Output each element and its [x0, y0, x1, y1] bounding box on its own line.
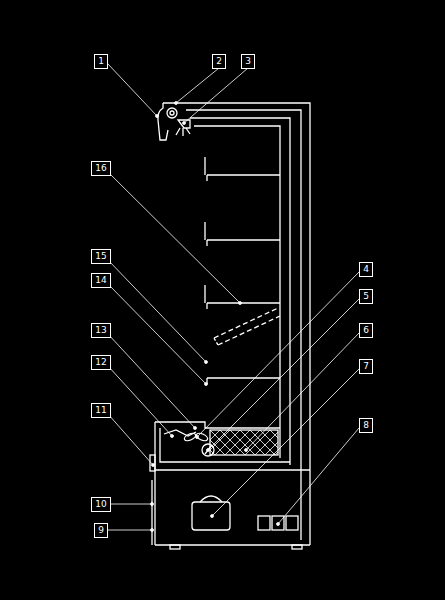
callout-number: 4 [359, 262, 373, 277]
callout-number: 10 [91, 497, 111, 512]
callout-number: 8 [359, 418, 373, 433]
callout-number: 12 [91, 355, 111, 370]
leader-lines [108, 64, 359, 532]
callout-number: 9 [94, 523, 108, 538]
callout-number: 13 [91, 323, 111, 338]
callout-number: 15 [91, 249, 111, 264]
callout-number: 2 [212, 54, 226, 69]
callout-number: 7 [359, 359, 373, 374]
callout-number: 6 [359, 323, 373, 338]
callout-number: 16 [91, 161, 111, 176]
callout-number: 14 [91, 273, 111, 288]
callout-number: 3 [241, 54, 255, 69]
callout-number: 1 [94, 54, 108, 69]
callout-number: 11 [91, 403, 111, 418]
callout-number: 5 [359, 289, 373, 304]
